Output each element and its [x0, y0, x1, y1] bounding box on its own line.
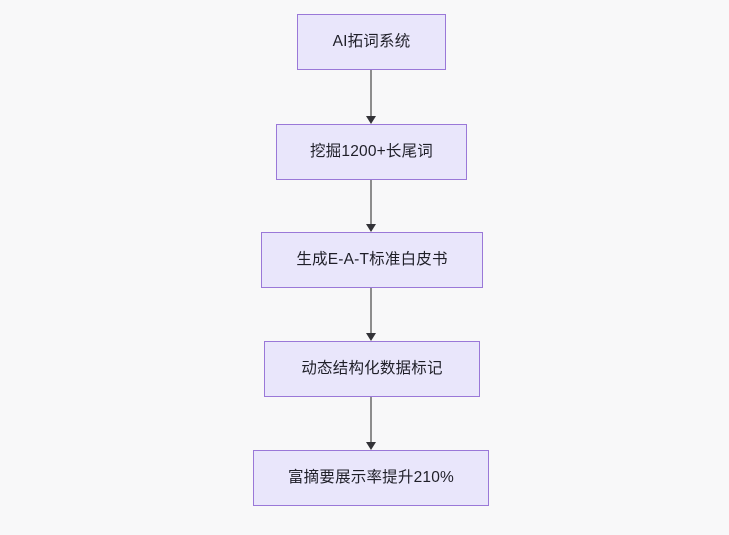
- flow-node-label: 生成E-A-T标准白皮书: [296, 250, 448, 268]
- flow-node-longtail-keywords[interactable]: 挖掘1200+长尾词: [276, 124, 467, 180]
- arrowhead-n3-n4: [365, 333, 376, 341]
- arrowhead-n4-n5: [365, 442, 376, 450]
- flow-node-eat-whitepaper[interactable]: 生成E-A-T标准白皮书: [261, 232, 483, 288]
- flow-node-rich-snippet-result[interactable]: 富摘要展示率提升210%: [253, 450, 489, 506]
- connector-n1-n2: [370, 70, 372, 116]
- connector-n3-n4: [370, 288, 372, 333]
- arrowhead-n1-n2: [365, 116, 376, 124]
- connector-n2-n3: [370, 180, 372, 224]
- arrowhead-n2-n3: [365, 224, 376, 232]
- flow-node-label: AI拓词系统: [332, 32, 411, 50]
- flow-node-structured-data-markup[interactable]: 动态结构化数据标记: [264, 341, 480, 397]
- flow-node-label: 动态结构化数据标记: [301, 359, 443, 377]
- flow-node-ai-keyword-system[interactable]: AI拓词系统: [297, 14, 446, 70]
- flow-node-label: 挖掘1200+长尾词: [309, 142, 434, 160]
- connector-n4-n5: [370, 397, 372, 442]
- flow-node-label: 富摘要展示率提升210%: [287, 468, 455, 486]
